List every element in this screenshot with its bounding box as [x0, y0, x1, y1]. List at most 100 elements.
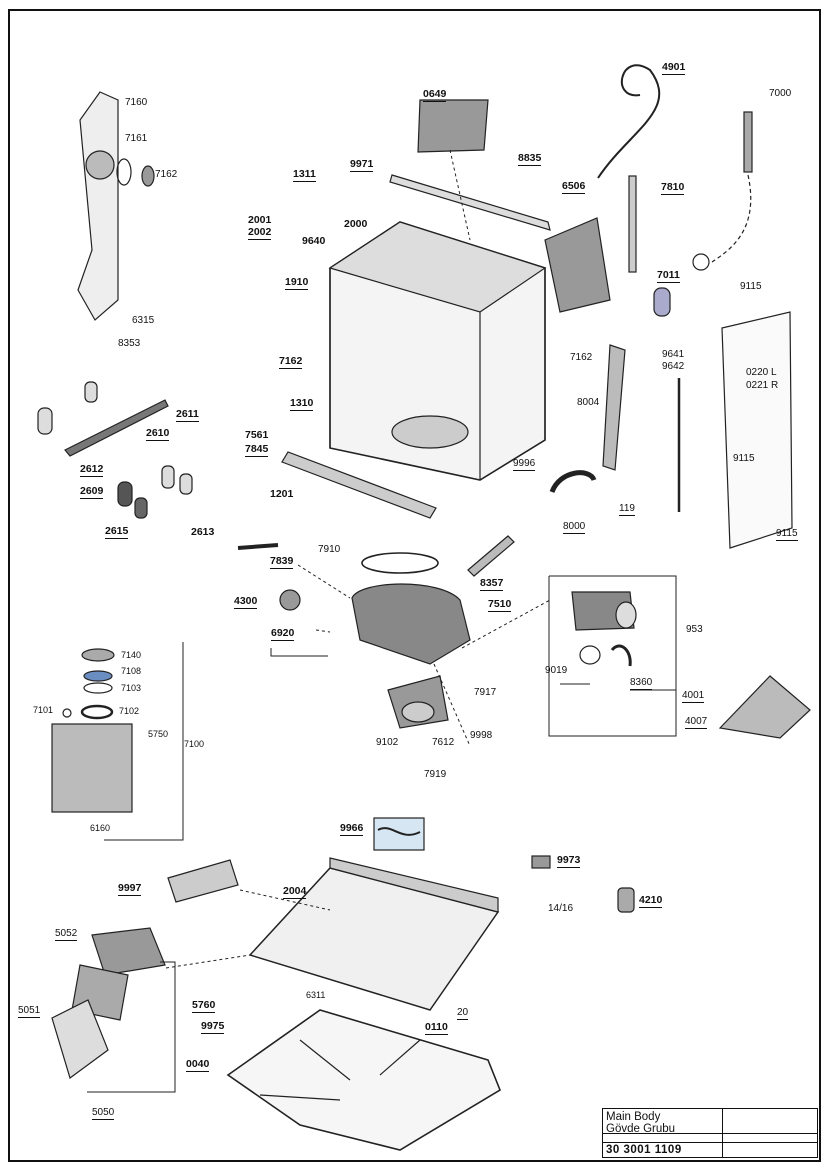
- label-8353: 8353: [118, 338, 141, 349]
- label-4300: 4300: [234, 595, 258, 609]
- label-1311: 1311: [293, 168, 316, 182]
- label-1310: 1310: [290, 397, 314, 411]
- tub-floor-sump: [391, 415, 469, 449]
- clip-7011: [653, 287, 671, 317]
- label-7160: 7160: [125, 97, 148, 108]
- label-9115-top: 9115: [740, 281, 762, 292]
- label-7161: 7161: [125, 133, 148, 144]
- label-8004: 8004: [577, 397, 600, 408]
- label-6311: 6311: [306, 990, 326, 1000]
- label-4210: 4210: [639, 894, 663, 908]
- label-9115-mid: 9115: [733, 453, 755, 464]
- elbow-8000: [549, 470, 597, 494]
- label-7845: 7845: [245, 443, 269, 457]
- label-4001: 4001: [682, 690, 705, 703]
- label-9975: 9975: [201, 1020, 225, 1034]
- drawing-frame: [8, 9, 821, 1162]
- label-119: 119: [619, 503, 635, 516]
- cable-strip: [377, 827, 421, 836]
- label-7000: 7000: [769, 88, 792, 99]
- disk-7140: [81, 648, 115, 662]
- label-7100: 7100: [184, 739, 205, 749]
- spray-arm-pipe: [77, 91, 119, 321]
- label-5052: 5052: [55, 928, 78, 941]
- label-9973: 9973: [557, 854, 581, 868]
- clip-2613a: [161, 465, 175, 489]
- label-8357: 8357: [480, 577, 504, 591]
- sensor-7000: [743, 111, 753, 173]
- label-2001: 2001: [248, 214, 272, 226]
- label-7910: 7910: [318, 544, 341, 555]
- label-7140: 7140: [121, 650, 142, 660]
- label-0040: 0040: [186, 1058, 210, 1072]
- label-6160: 6160: [90, 823, 111, 833]
- label-6506: 6506: [562, 180, 586, 194]
- label-8360: 8360: [630, 677, 653, 690]
- title-block-name: Main Body Gövde Grubu: [606, 1111, 675, 1135]
- label-8835: 8835: [518, 152, 542, 166]
- clip-2615: [134, 497, 148, 519]
- tub-frame-edges: [329, 268, 546, 480]
- label-7101: 7101: [33, 705, 54, 715]
- label-9997: 9997: [118, 882, 142, 896]
- label-2002: 2002: [248, 226, 272, 240]
- bottom-tray-0040: [226, 1009, 501, 1151]
- label-2613: 2613: [191, 526, 215, 538]
- tray-4007: [718, 675, 811, 739]
- label-7917: 7917: [474, 687, 497, 698]
- label-7612: 7612: [432, 737, 455, 748]
- label-9642: 9642: [662, 361, 685, 372]
- hose-4901: [597, 64, 661, 179]
- pump-953-inlet: [615, 601, 637, 629]
- sump-pump-7510: [351, 583, 471, 665]
- pump-outlet: [401, 701, 435, 723]
- label-6920: 6920: [271, 627, 295, 641]
- label-9115-bottom: 9115: [776, 528, 798, 541]
- fan-4300: [279, 589, 301, 611]
- title-block: Main Body Gövde Grubu 30 3001 1109: [602, 1108, 818, 1158]
- spray-arm-hub: [85, 150, 115, 180]
- label-4007: 4007: [685, 716, 708, 729]
- softener-7100: [51, 723, 133, 813]
- label-9019: 9019: [545, 665, 568, 676]
- label-7162: 7162: [155, 169, 178, 180]
- label-9996: 9996: [513, 458, 536, 471]
- gasket-7839: [237, 543, 279, 550]
- label-5760: 5760: [192, 999, 216, 1013]
- label-9102: 9102: [376, 737, 399, 748]
- label-7810: 7810: [661, 181, 685, 195]
- label-7102: 7102: [119, 706, 140, 716]
- ring-9019: [579, 645, 601, 665]
- clip-2611: [37, 407, 53, 435]
- seal-ring-7161: [116, 158, 132, 186]
- connector-h: [692, 253, 710, 271]
- pipe-8357: [467, 535, 515, 577]
- label-953: 953: [686, 624, 703, 635]
- label-14-16: 14/16: [548, 903, 574, 914]
- rail-2610: [64, 399, 169, 457]
- title-block-rule: [603, 1133, 817, 1134]
- label-9998: 9998: [470, 730, 493, 741]
- label-2615: 2615: [105, 525, 129, 539]
- label-5050: 5050: [92, 1107, 115, 1120]
- tray-ribs: [259, 1039, 421, 1101]
- pipe-8004: [602, 344, 626, 471]
- label-2609: 2609: [80, 485, 104, 499]
- label-2004: 2004: [283, 885, 307, 899]
- filter-net-6506: [544, 217, 611, 313]
- label-0220: 0220 L: [746, 367, 777, 378]
- label-20: 20: [457, 1007, 469, 1020]
- valve-4210: [617, 887, 635, 913]
- label-7162-arm: 7162: [570, 352, 593, 363]
- ring-7102: [80, 704, 114, 720]
- label-2612: 2612: [80, 463, 104, 477]
- label-7108: 7108: [121, 666, 142, 676]
- label-0221: 0221 R: [746, 380, 779, 391]
- label-2610: 2610: [146, 427, 170, 441]
- tub-crossbar-1201: [281, 451, 437, 519]
- housing-5052: [91, 927, 166, 976]
- clip-8360: [610, 644, 632, 667]
- ring-7101: [62, 708, 72, 718]
- label-7561: 7561: [245, 429, 269, 441]
